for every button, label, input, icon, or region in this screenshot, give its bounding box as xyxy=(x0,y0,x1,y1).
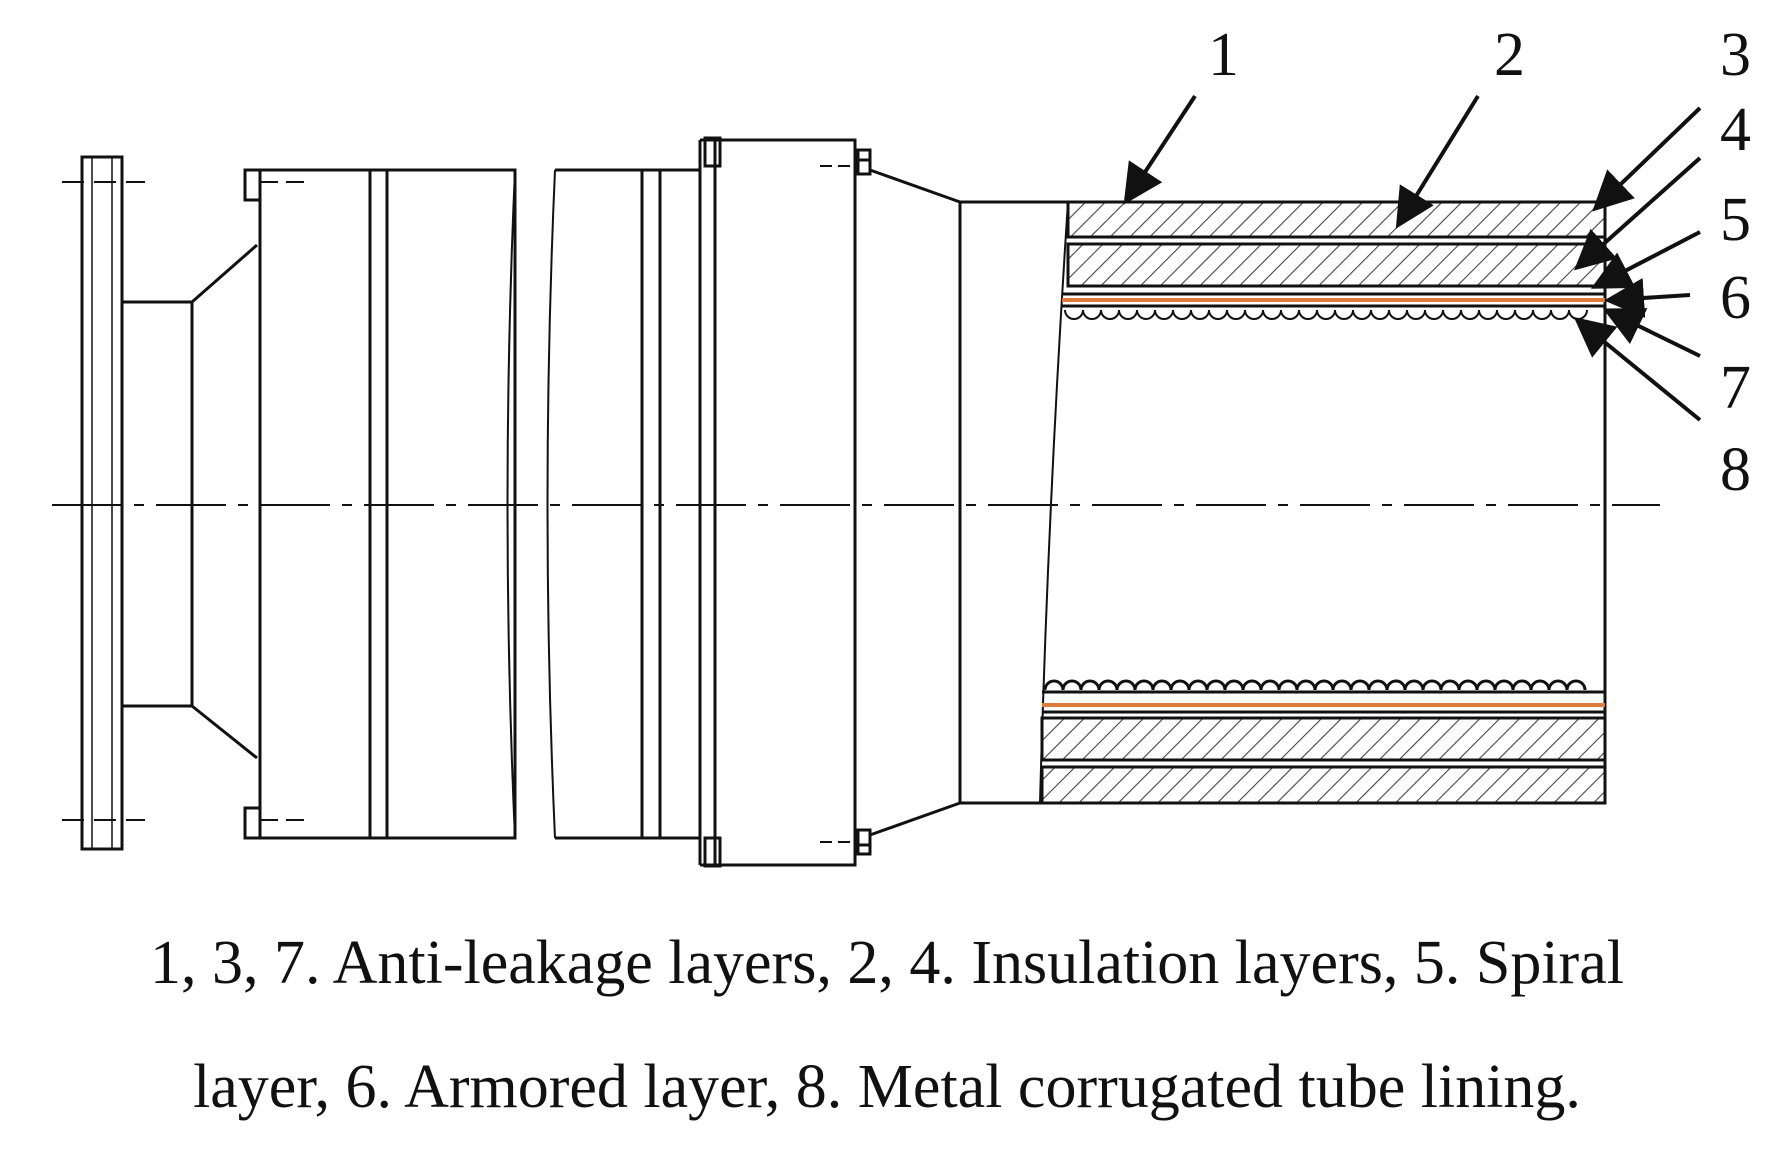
lower-layers xyxy=(1040,679,1607,805)
leader-1 xyxy=(1123,94,1197,205)
leader-2 xyxy=(1395,94,1480,229)
caption-line-1: 1, 3, 7. Anti-leakage layers, 2, 4. Insu… xyxy=(150,929,1624,997)
leader-6 xyxy=(1604,277,1691,318)
callout-3: 3 xyxy=(1720,21,1751,89)
callout-6: 6 xyxy=(1720,264,1751,332)
callout-8: 8 xyxy=(1720,436,1751,504)
coupling xyxy=(713,138,857,867)
leader-arrows xyxy=(1123,94,1702,422)
callout-1: 1 xyxy=(1208,21,1239,89)
flange xyxy=(80,155,124,851)
upper-layers xyxy=(1062,200,1607,320)
callout-5: 5 xyxy=(1720,186,1751,254)
callout-4: 4 xyxy=(1720,96,1751,164)
leader-7 xyxy=(1602,308,1701,358)
taper-section xyxy=(869,168,962,837)
callout-2: 2 xyxy=(1494,21,1525,89)
corrugated-lining-lower xyxy=(1043,679,1587,691)
corrugated-lining-upper xyxy=(1064,309,1588,320)
leader-4 xyxy=(1574,156,1702,271)
caption-line-2: layer, 6. Armored layer, 8. Metal corrug… xyxy=(193,1053,1581,1121)
leader-5 xyxy=(1590,230,1701,289)
leader-8 xyxy=(1573,316,1702,422)
callout-7: 7 xyxy=(1720,354,1751,422)
leader-3 xyxy=(1592,106,1702,212)
callout-labels: 1 2 3 4 5 6 7 8 xyxy=(1208,21,1751,504)
